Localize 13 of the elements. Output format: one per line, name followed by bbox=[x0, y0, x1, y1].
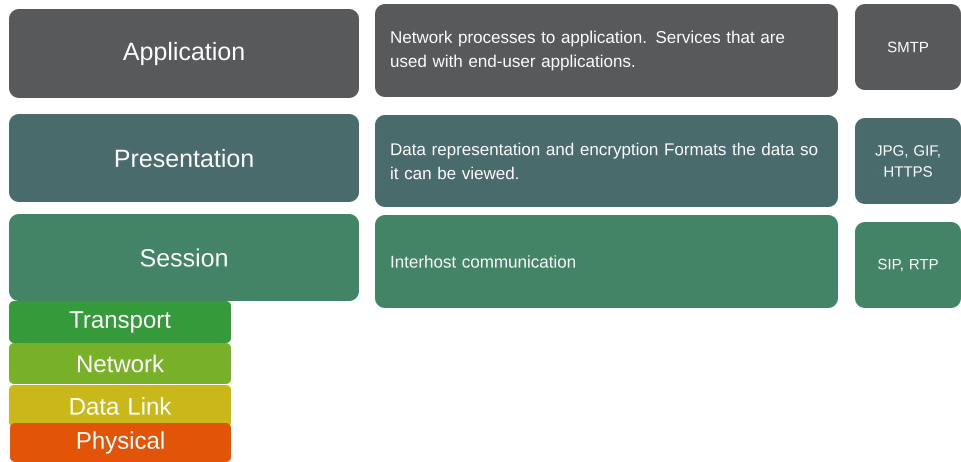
description-box: Interhost communication bbox=[375, 215, 838, 308]
description-box: Data representation and encryption Formats the data so it can be viewed. bbox=[375, 115, 838, 207]
layer-box: Data Link bbox=[9, 385, 231, 427]
description-box: Network processes to application. Services that are used with end-user applications. bbox=[375, 4, 838, 97]
protocol-box: JPG, GIF, HTTPS bbox=[855, 118, 961, 204]
layer-box: Session bbox=[9, 214, 359, 301]
layer-box: Application bbox=[9, 9, 359, 98]
layer-box: Transport bbox=[9, 301, 231, 343]
protocol-box: SIP, RTP bbox=[855, 222, 961, 308]
layer-box: Physical bbox=[10, 423, 231, 462]
layer-box: Network bbox=[9, 343, 231, 384]
layer-box: Presentation bbox=[9, 114, 359, 202]
protocol-box: SMTP bbox=[855, 4, 961, 90]
